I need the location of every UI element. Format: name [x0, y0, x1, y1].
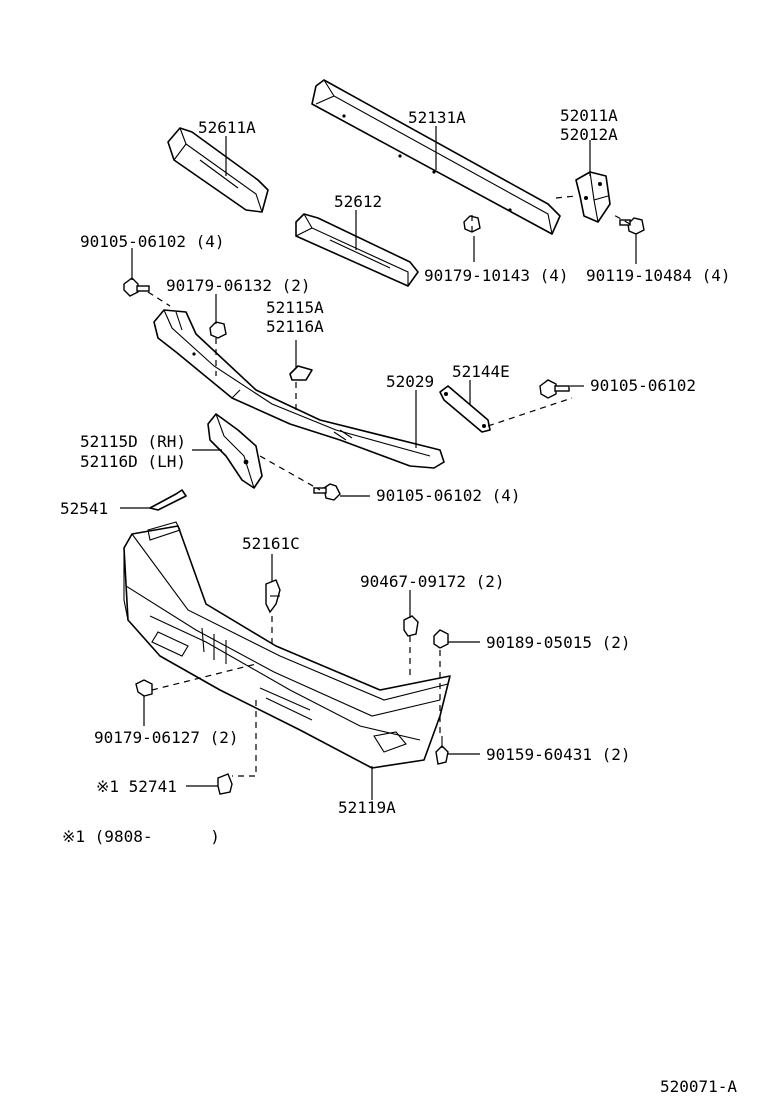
- footnote: ※1 (9808- ): [62, 827, 220, 846]
- part-52029-drawing: [153, 309, 445, 469]
- leader-lines: [120, 126, 637, 800]
- screw-90159-60431-drawing: [435, 736, 449, 765]
- bolt-90105-06102-top-drawing: [123, 277, 150, 297]
- label-52116d: 52116D (LH): [80, 452, 186, 471]
- label-52012a: 52012A: [560, 125, 618, 144]
- label-90105-06102-4-mid: 90105-06102 (4): [376, 486, 521, 505]
- label-52115d: 52115D (RH): [80, 432, 186, 451]
- part-52011a-drawing: [575, 171, 611, 223]
- label-90119-10484: 90119-10484 (4): [586, 266, 731, 285]
- part-52115d-drawing: [207, 413, 263, 489]
- nut-90467-09172-drawing: [403, 615, 419, 637]
- label-90179-06127: 90179-06127 (2): [94, 728, 239, 747]
- nut-90179-06127-drawing: [135, 679, 153, 697]
- diagram-id: 520071-A: [660, 1077, 737, 1096]
- bolt-90119-10484-drawing: [619, 217, 645, 235]
- clip-90189-05015-drawing: [433, 629, 449, 649]
- label-52144e: 52144E: [452, 362, 510, 381]
- label-90189-05015: 90189-05015 (2): [486, 633, 631, 652]
- label-90105-06102: 90105-06102: [590, 376, 696, 395]
- label-52541: 52541: [60, 499, 108, 518]
- part-52741-drawing: [217, 773, 233, 795]
- label-52612: 52612: [334, 192, 382, 211]
- part-52144e-drawing: [439, 385, 491, 433]
- label-52131a: 52131A: [408, 108, 466, 127]
- label-52161c: 52161C: [242, 534, 300, 553]
- clip-52161c-drawing: [265, 579, 281, 614]
- part-52115a-drawing: [289, 365, 313, 381]
- bolt-90105-06102-mid-drawing: [313, 483, 341, 501]
- assembly-lines: [147, 195, 631, 777]
- label-52011a: 52011A: [560, 106, 618, 125]
- label-52119a: 52119A: [338, 798, 396, 817]
- part-52612-drawing: [295, 213, 419, 287]
- label-52116a: 52116A: [266, 317, 324, 336]
- part-52541-drawing: [149, 489, 187, 511]
- bolt-90105-06102-right-drawing: [539, 379, 570, 399]
- label-90467-09172: 90467-09172 (2): [360, 572, 505, 591]
- label-90179-06132: 90179-06132 (2): [166, 276, 311, 295]
- nut-90179-10143-drawing: [463, 215, 481, 233]
- part-52611a-drawing: [167, 127, 269, 213]
- label-90179-10143: 90179-10143 (4): [424, 266, 569, 285]
- label-52115a: 52115A: [266, 298, 324, 317]
- part-52119a-drawing: [123, 521, 451, 769]
- label-52611a: 52611A: [198, 118, 256, 137]
- label-52029: 52029: [386, 372, 434, 391]
- label-90105-06102-4-top: 90105-06102 (4): [80, 232, 225, 251]
- label-90159-60431: 90159-60431 (2): [486, 745, 631, 764]
- label-52741: ※1 52741: [96, 777, 177, 796]
- nut-90179-06132-drawing: [209, 321, 227, 339]
